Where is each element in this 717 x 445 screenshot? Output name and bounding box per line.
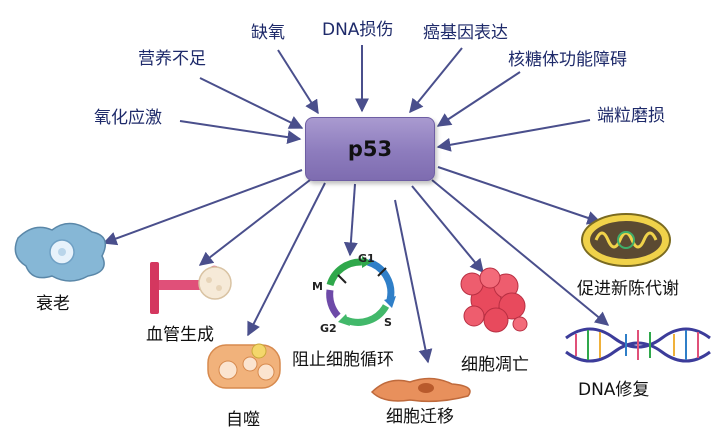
dna-helix-icon xyxy=(565,327,711,363)
arrow-senescence xyxy=(102,169,303,246)
arrow-hypoxia xyxy=(277,49,319,115)
output-cell-migration: 细胞迁移 xyxy=(386,407,454,427)
output-angiogenesis: 血管生成 xyxy=(146,325,214,345)
apoptotic-cell-icon xyxy=(460,267,528,333)
blood-vessel-icon xyxy=(150,262,232,314)
arrow-apoptosis xyxy=(411,185,484,274)
arrow-ribosome xyxy=(436,71,521,127)
phase-s: S xyxy=(384,316,392,329)
output-metabolism: 促进新陈代谢 xyxy=(577,279,679,299)
arrow-metabolism xyxy=(437,166,602,225)
input-nutrient: 营养不足 xyxy=(138,49,206,69)
arrow-autophagy xyxy=(247,182,326,337)
input-hypoxia: 缺氧 xyxy=(251,23,285,43)
arrow-oxidative xyxy=(179,120,302,145)
output-autophagy: 自噬 xyxy=(226,410,260,430)
phase-g2: G2 xyxy=(320,322,337,335)
output-cell-cycle-arrest: 阻止细胞循环 xyxy=(292,350,394,370)
arrow-angiogenesis xyxy=(198,179,311,266)
arrow-telomere xyxy=(436,119,591,152)
arrow-cell-migration xyxy=(394,199,433,364)
migrating-cell-icon xyxy=(370,377,471,403)
p53-node: p53 xyxy=(305,117,435,181)
arrow-cell-cycle xyxy=(343,183,358,257)
phase-g1: G1 xyxy=(358,252,375,265)
input-oxidative: 氧化应激 xyxy=(94,108,162,128)
input-dna-damage: DNA损伤 xyxy=(322,20,394,40)
cell-cycle-icon xyxy=(326,256,396,326)
mitochondrion-icon xyxy=(581,213,671,267)
input-telomere: 端粒磨损 xyxy=(597,106,665,126)
input-oncogene: 癌基因表达 xyxy=(423,23,508,43)
phase-m: M xyxy=(312,280,323,293)
arrow-oncogene xyxy=(409,47,463,114)
output-dna-repair: DNA修复 xyxy=(578,380,650,400)
p53-label: p53 xyxy=(347,137,393,161)
output-apoptosis: 细胞凋亡 xyxy=(461,355,529,375)
output-senescence: 衰老 xyxy=(36,294,70,314)
autophagy-cell-icon xyxy=(207,343,281,389)
arrow-nutrient xyxy=(199,77,304,129)
senescent-cell-icon xyxy=(14,222,107,282)
arrow-dna-repair xyxy=(431,179,610,326)
input-ribosome: 核糖体功能障碍 xyxy=(508,50,627,70)
